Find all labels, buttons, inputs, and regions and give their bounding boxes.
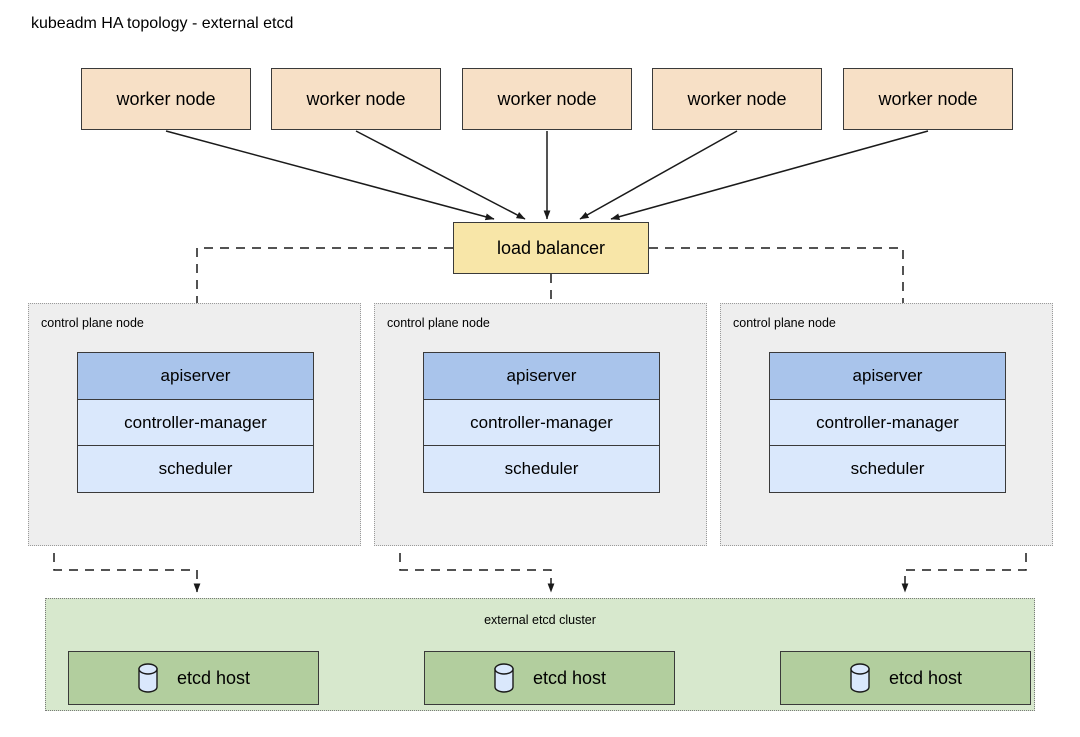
worker-node[interactable]: worker node bbox=[843, 68, 1013, 130]
etcd-host[interactable]: etcd host bbox=[68, 651, 319, 705]
control-plane-component-stack: apiserver controller-manager scheduler bbox=[77, 352, 314, 494]
scheduler-component[interactable]: scheduler bbox=[77, 445, 314, 494]
control-plane-component-stack: apiserver controller-manager scheduler bbox=[423, 352, 660, 494]
controller-manager-component[interactable]: controller-manager bbox=[769, 398, 1006, 447]
control-plane-node[interactable]: control plane node apiserver controller-… bbox=[374, 303, 707, 546]
worker-node-label: worker node bbox=[116, 88, 216, 109]
worker-node-label: worker node bbox=[687, 88, 787, 109]
worker-node[interactable]: worker node bbox=[81, 68, 251, 130]
load-balancer-node[interactable]: load balancer bbox=[453, 222, 649, 274]
etcd-host-label: etcd host bbox=[176, 667, 251, 688]
etcd-host-label: etcd host bbox=[888, 667, 963, 688]
page-title: kubeadm HA topology - external etcd bbox=[31, 15, 294, 32]
control-plane-node[interactable]: control plane node apiserver controller-… bbox=[28, 303, 361, 546]
scheduler-component[interactable]: scheduler bbox=[423, 445, 660, 494]
controller-manager-component[interactable]: controller-manager bbox=[77, 398, 314, 447]
control-plane-node-label: control plane node bbox=[41, 316, 144, 330]
worker-node-label: worker node bbox=[306, 88, 406, 109]
control-plane-node-label: control plane node bbox=[733, 316, 836, 330]
worker-node[interactable]: worker node bbox=[462, 68, 632, 130]
database-cylinder-icon bbox=[849, 663, 871, 693]
apiserver-component[interactable]: apiserver bbox=[423, 352, 660, 400]
worker-node[interactable]: worker node bbox=[652, 68, 822, 130]
etcd-host[interactable]: etcd host bbox=[780, 651, 1031, 705]
apiserver-component[interactable]: apiserver bbox=[769, 352, 1006, 400]
scheduler-component[interactable]: scheduler bbox=[769, 445, 1006, 494]
external-etcd-cluster-label: external etcd cluster bbox=[484, 613, 596, 627]
etcd-host-label: etcd host bbox=[532, 667, 607, 688]
worker-node-label: worker node bbox=[497, 88, 597, 109]
worker-node-label: worker node bbox=[878, 88, 978, 109]
database-cylinder-icon bbox=[493, 663, 515, 693]
control-plane-component-stack: apiserver controller-manager scheduler bbox=[769, 352, 1006, 494]
load-balancer-label: load balancer bbox=[496, 237, 606, 258]
controller-manager-component[interactable]: controller-manager bbox=[423, 398, 660, 447]
worker-to-loadbalancer-arrows bbox=[165, 130, 929, 221]
database-cylinder-icon bbox=[137, 663, 159, 693]
control-plane-node-label: control plane node bbox=[387, 316, 490, 330]
worker-node[interactable]: worker node bbox=[271, 68, 441, 130]
apiserver-component[interactable]: apiserver bbox=[77, 352, 314, 400]
etcd-host[interactable]: etcd host bbox=[424, 651, 675, 705]
control-plane-node[interactable]: control plane node apiserver controller-… bbox=[720, 303, 1053, 546]
